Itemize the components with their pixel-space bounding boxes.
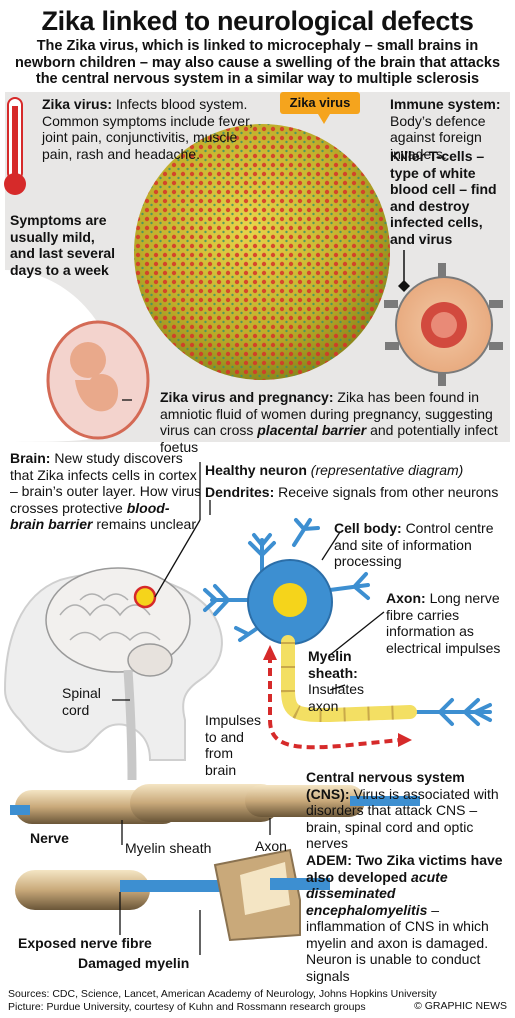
pregnancy-image bbox=[5, 270, 150, 442]
adem-text2: – inflammation of CNS in which myelin an… bbox=[306, 901, 489, 984]
cell-body-heading: Cell body: bbox=[334, 520, 402, 536]
pregnancy-heading: Zika virus and pregnancy: bbox=[160, 389, 334, 405]
cns-text: Virus is associated with disorders that … bbox=[306, 785, 499, 852]
adem-info: ADEM: Two Zika victims have also develop… bbox=[306, 852, 510, 984]
brain-image bbox=[3, 462, 223, 781]
brain-text: New study discovers that Zika infects ce… bbox=[10, 450, 202, 516]
impulse-arrow bbox=[268, 655, 401, 750]
copyright: © GRAPHIC NEWS bbox=[414, 1000, 507, 1012]
cell-body-info: Cell body: Control centre and site of in… bbox=[334, 520, 508, 570]
brain-text2: remains unclear bbox=[96, 516, 196, 532]
pregnancy-text2: and potentially infect foetus bbox=[160, 422, 498, 455]
brain-heading: Brain: bbox=[10, 450, 51, 466]
virus-info: Zika virus: Infects blood system. Common… bbox=[42, 96, 264, 162]
pregnancy-text: Zika has been found in amniotic fluid of… bbox=[160, 389, 493, 438]
thermometer-icon bbox=[4, 97, 26, 195]
virus-text: Infects blood system. Common symptoms in… bbox=[42, 96, 253, 162]
zika-virus-image bbox=[134, 124, 390, 380]
tag-pointer bbox=[318, 114, 330, 124]
neuron-title: Healthy neuron (representative diagram) bbox=[205, 462, 505, 479]
killer-text: Killer T-cells – type of white blood cel… bbox=[390, 148, 497, 247]
axon-label: Axon bbox=[255, 838, 287, 854]
t-cell-image bbox=[384, 250, 503, 386]
sources: Sources: CDC, Science, Lancet, American … bbox=[8, 988, 437, 1013]
immune-info: Immune system: Body’s defence against fo… bbox=[390, 96, 508, 162]
cell-body-text: Control centre and site of information p… bbox=[334, 520, 494, 569]
dendrites-heading: Dendrites: bbox=[205, 484, 275, 500]
brain-info: Brain: New study discovers that Zika inf… bbox=[10, 450, 202, 533]
pregnancy-info: Zika virus and pregnancy: Zika has been … bbox=[160, 389, 505, 455]
impulses-label: Impulses to and from brain bbox=[205, 712, 262, 778]
zika-virus-tag: Zika virus bbox=[280, 92, 360, 114]
subtitle: The Zika virus, which is linked to micro… bbox=[14, 38, 501, 87]
myelin-info: Myelin sheath: Insulates axon bbox=[308, 648, 376, 714]
myelin-text: Insulates axon bbox=[308, 681, 365, 714]
myelin-heading: Myelin sheath: bbox=[308, 648, 358, 681]
cns-heading: Central nervous system (CNS): bbox=[306, 769, 465, 802]
axon-info: Axon: Long nerve fibre carries informati… bbox=[386, 590, 510, 656]
myelin-sheath-label: Myelin sheath bbox=[125, 840, 212, 856]
spinal-cord-label: Spinal cord bbox=[62, 685, 101, 718]
neuron-heading: Healthy neuron bbox=[205, 462, 307, 478]
placental-barrier: placental barrier bbox=[257, 422, 367, 438]
adem-heading: ADEM: bbox=[306, 852, 352, 868]
dendrites-info: Dendrites: Receive signals from other ne… bbox=[205, 484, 510, 501]
blood-brain-barrier: blood-brain barrier bbox=[10, 499, 170, 533]
immune-text: Body’s defence against foreign invaders. bbox=[390, 112, 486, 162]
nerve-image bbox=[10, 784, 420, 955]
axon-text: Long nerve fibre carries information as … bbox=[386, 590, 501, 656]
virus-heading: Zika virus: bbox=[42, 96, 113, 112]
sources-line: Sources: CDC, Science, Lancet, American … bbox=[8, 988, 437, 1000]
cns-info: Central nervous system (CNS): Virus is a… bbox=[306, 769, 510, 852]
adem-text: Two Zika victims have also developed bbox=[306, 852, 503, 885]
neuron-note: (representative diagram) bbox=[310, 462, 464, 478]
picture-credit: Picture: Purdue University, courtesy of … bbox=[8, 1000, 366, 1013]
axon-heading: Axon: bbox=[386, 590, 426, 606]
damaged-myelin-label: Damaged myelin bbox=[78, 955, 190, 971]
nerve-label: Nerve bbox=[30, 830, 69, 846]
immune-heading: Immune system: bbox=[390, 96, 501, 112]
symptoms-text: Symptoms are usually mild, and last seve… bbox=[10, 212, 116, 278]
dendrites-text: Receive signals from other neurons bbox=[278, 484, 499, 500]
page-title: Zika linked to neurological defects bbox=[41, 6, 474, 36]
exposed-fibre-label: Exposed nerve fibre bbox=[18, 935, 152, 951]
adem-emph: acute disseminated encephalomyelitis bbox=[306, 868, 448, 918]
nucleus-image bbox=[273, 583, 307, 617]
